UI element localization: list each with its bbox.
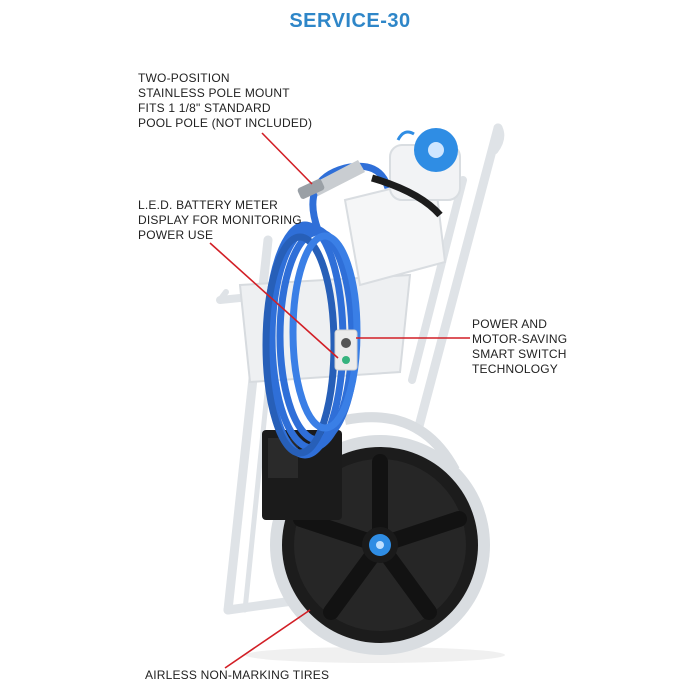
callout-tires: AIRLESS NON-MARKING TIRES (145, 668, 329, 683)
callout-line: L.E.D. BATTERY METER (138, 198, 279, 212)
strap (371, 174, 443, 218)
callout-battery-meter: L.E.D. BATTERY METER DISPLAY FOR MONITOR… (138, 198, 302, 243)
ground-shadow (245, 647, 505, 663)
callout-line: POOL POLE (NOT INCLUDED) (138, 116, 313, 130)
callout-line: TWO-POSITION (138, 71, 230, 85)
callout-pole-mount: TWO-POSITION STAINLESS POLE MOUNT FITS 1… (138, 71, 312, 131)
callout-smart-switch: POWER AND MOTOR-SAVING SMART SWITCH TECH… (472, 317, 567, 377)
callout-line: MOTOR-SAVING (472, 332, 568, 346)
leader-battery-meter (209, 242, 339, 359)
callout-line: POWER AND (472, 317, 548, 331)
callout-line: DISPLAY FOR MONITORING (138, 213, 302, 227)
pole-mount (297, 160, 365, 199)
leader-tires (224, 609, 311, 669)
callout-line: TECHNOLOGY (472, 362, 559, 376)
switch-panel (334, 329, 358, 371)
callout-line: SMART SWITCH (472, 347, 567, 361)
product-title: SERVICE-30 (289, 10, 411, 32)
callout-line: FITS 1 1/8" STANDARD (138, 101, 271, 115)
rear-wheel (344, 412, 460, 473)
callout-line: STAINLESS POLE MOUNT (138, 86, 290, 100)
callout-line: POWER USE (138, 228, 214, 242)
pole-knob (396, 128, 458, 172)
callout-line: AIRLESS NON-MARKING TIRES (145, 668, 330, 682)
leader-pole-mount (261, 132, 313, 185)
power-switch (341, 338, 351, 348)
leader-lines (209, 132, 470, 669)
led-meter (342, 356, 350, 364)
motor-canister (343, 144, 461, 287)
